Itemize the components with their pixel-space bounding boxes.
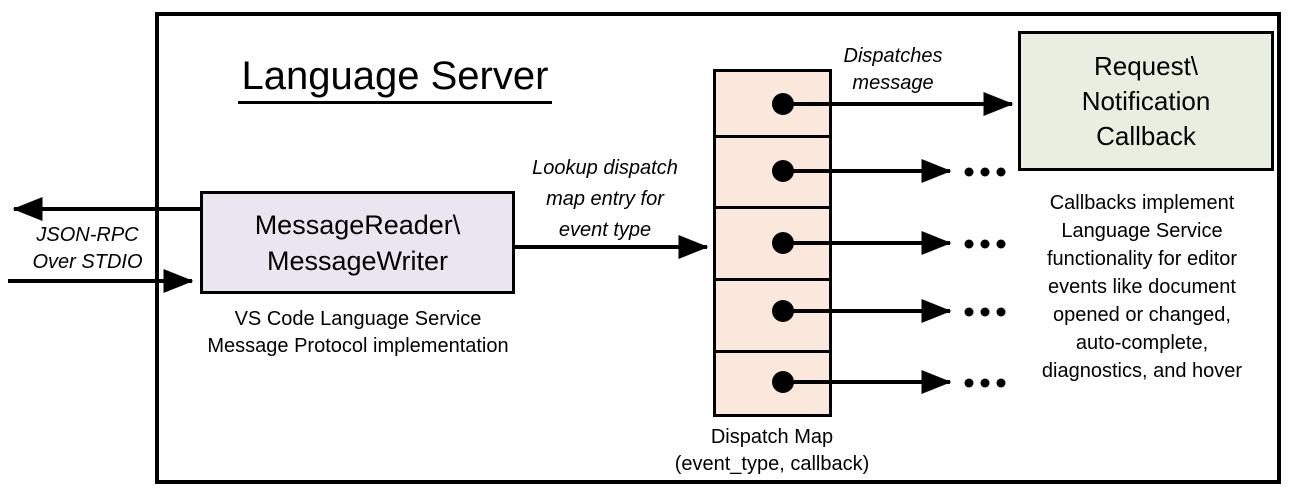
diagram-title: Language Server (235, 54, 555, 104)
message-reader-writer-label: MessageReader\ MessageWriter (254, 209, 461, 276)
request-notification-callback-node: Request\ Notification Callback (1018, 31, 1274, 171)
dispatches-message-label: Dispatches message (843, 45, 943, 94)
message-reader-writer-node: MessageReader\ MessageWriter (200, 191, 515, 294)
diagram-title-text: Language Server (237, 54, 553, 104)
language-server-boundary (155, 12, 1281, 484)
callbacks-note: Callbacks implement Language Service fun… (1041, 192, 1243, 382)
lookup-dispatch-label: Lookup dispatch map entry for event type (532, 157, 678, 241)
request-notification-callback-label: Request\ Notification Callback (1081, 50, 1211, 151)
dispatch-map-label: Dispatch Map (event_type, callback) (674, 426, 870, 475)
reader-caption: VS Code Language Service Message Protoco… (207, 308, 509, 357)
json-rpc-stdio-label: JSON-RPC Over STDIO (32, 224, 143, 273)
